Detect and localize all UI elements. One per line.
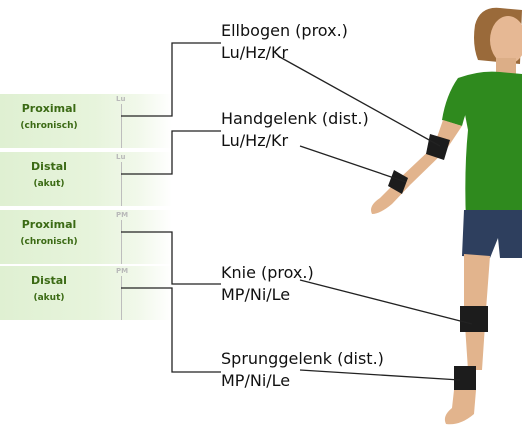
panel-subtitle: (chronisch) (20, 237, 78, 247)
knee-band (460, 306, 488, 332)
panel-title: Proximal (21, 102, 77, 115)
label-location: Sprunggelenk (dist.) (221, 349, 384, 368)
label-meridians: MP/Ni/Le (221, 371, 291, 390)
pointer-knee (299, 279, 473, 325)
panel-divider (121, 220, 122, 264)
label-sprunggelenk: Sprunggelenk (dist.) MP/Ni/Le (221, 348, 384, 392)
connector-sprunggelenk (121, 287, 221, 373)
connector-knie (121, 231, 221, 285)
meridian-tag: PM (116, 211, 129, 219)
connector-ellbogen (121, 42, 221, 117)
panel-pm-distal: Distal (akut) PM (0, 266, 172, 320)
panel-subtitle: (akut) (33, 179, 65, 189)
label-location: Handgelenk (dist.) (221, 109, 369, 128)
panel-subtitle: (akut) (33, 293, 65, 303)
wrist-band (388, 170, 408, 194)
panel-divider (121, 104, 122, 148)
meridian-tag: Lu (116, 153, 126, 161)
pointer-ankle (299, 369, 461, 381)
meridian-tag: Lu (116, 95, 126, 103)
label-ellbogen: Ellbogen (prox.) Lu/Hz/Kr (221, 20, 348, 64)
pointer-wrist (299, 145, 407, 183)
label-meridians: Lu/Hz/Kr (221, 43, 289, 62)
panel-title: Distal (31, 274, 67, 287)
panel-divider (121, 276, 122, 320)
panel-title: Proximal (21, 218, 77, 231)
label-handgelenk: Handgelenk (dist.) Lu/Hz/Kr (221, 108, 369, 152)
panel-lu-proximal: Proximal (chronisch) Lu (0, 94, 172, 148)
label-knie: Knie (prox.) MP/Ni/Le (221, 262, 314, 306)
meridian-tag: PM (116, 267, 129, 275)
elbow-band (426, 134, 450, 160)
pointer-elbow (277, 55, 441, 147)
human-figure (371, 7, 522, 425)
panel-pm-proximal: Proximal (chronisch) PM (0, 210, 172, 264)
panel-title: Distal (31, 160, 67, 173)
label-meridians: MP/Ni/Le (221, 285, 291, 304)
panel-divider (121, 162, 122, 206)
connector-handgelenk (121, 130, 221, 175)
ankle-band (454, 366, 476, 390)
label-location: Knie (prox.) (221, 263, 314, 282)
panel-subtitle: (chronisch) (20, 121, 78, 131)
panel-lu-distal: Distal (akut) Lu (0, 152, 172, 206)
label-location: Ellbogen (prox.) (221, 21, 348, 40)
label-meridians: Lu/Hz/Kr (221, 131, 289, 150)
